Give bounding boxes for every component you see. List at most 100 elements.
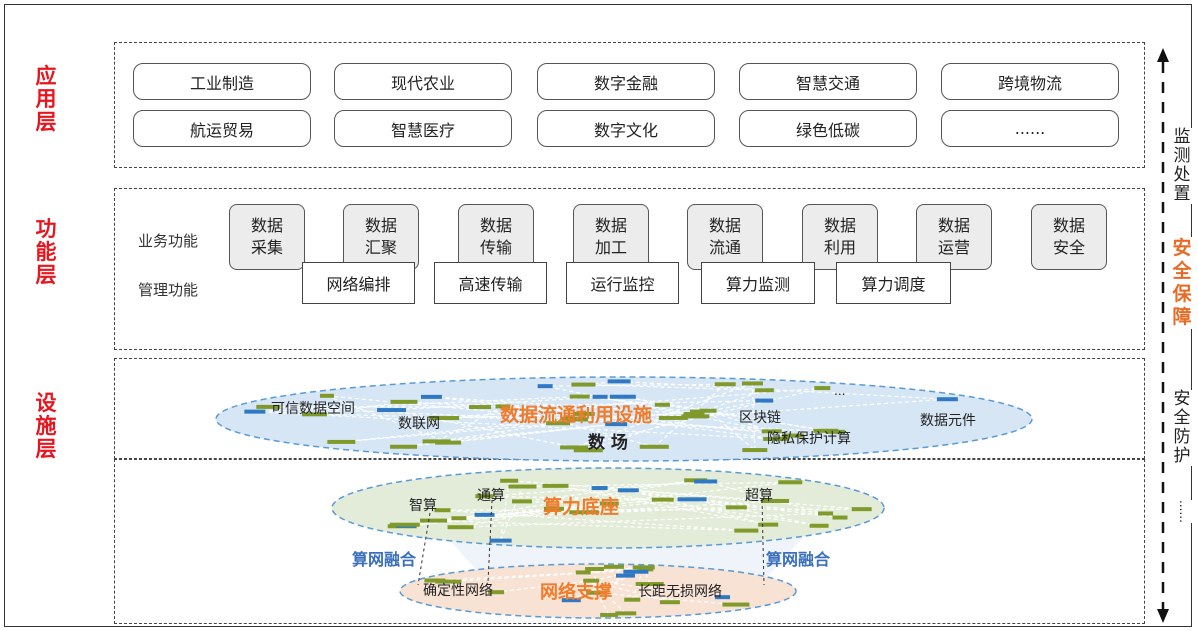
management-function-item: 网络编排	[302, 262, 415, 304]
node-data-element: 数据元件	[920, 413, 976, 429]
mesh-line	[588, 389, 765, 451]
mesh-line	[405, 498, 693, 527]
node-bar	[585, 567, 605, 572]
mesh-line	[583, 413, 776, 440]
application-item: 数字金融	[537, 63, 715, 100]
node-bar	[734, 528, 759, 533]
mesh-line	[458, 506, 737, 519]
node-bar	[725, 505, 747, 510]
node-bar	[583, 578, 600, 583]
node-bar	[761, 498, 790, 503]
compute-title: 算力底座	[543, 496, 620, 518]
business-function-item: 数据 运营	[916, 204, 992, 270]
mesh-line	[599, 487, 841, 519]
node-bar	[654, 402, 670, 407]
arrow-head-down	[1157, 609, 1169, 623]
mesh-line	[254, 411, 776, 440]
node-bar	[500, 478, 519, 483]
node-bar	[327, 439, 356, 444]
link-line-chaosuan	[761, 499, 765, 586]
node-bar	[256, 404, 281, 409]
mesh-line	[583, 506, 737, 513]
management-function-label: 管理功能	[138, 281, 199, 299]
mesh-line	[448, 568, 646, 583]
mesh-line	[499, 480, 510, 541]
mesh-line	[599, 396, 695, 415]
node-bar	[562, 416, 586, 421]
mesh-line	[433, 520, 747, 532]
node-bar	[851, 507, 872, 512]
node-bar	[474, 512, 495, 517]
business-function-item: 数据 汇聚	[343, 204, 419, 270]
application-item: ......	[941, 110, 1119, 147]
data-field-ellipse	[215, 376, 1033, 462]
node-bar	[475, 494, 494, 499]
business-function-label: 业务功能	[138, 232, 199, 250]
node-ellipsis: ...	[834, 384, 846, 398]
node-bar	[511, 499, 532, 504]
node-data-network: 数联网	[398, 416, 440, 432]
management-function-item: 高速传输	[434, 262, 547, 304]
node-bar	[677, 497, 707, 502]
node-privacy-computing: 隐私保护计算	[767, 431, 851, 447]
business-function-item: 数据 流通	[687, 204, 763, 270]
mesh-line	[502, 405, 655, 448]
management-function-item: 算力监测	[701, 262, 815, 304]
application-item: 工业制造	[133, 63, 311, 100]
node-bar	[571, 382, 596, 387]
defense-text: 安全防护	[1171, 390, 1193, 466]
node-bar	[659, 600, 680, 605]
node-bar	[489, 538, 512, 543]
application-item: 跨境物流	[941, 63, 1119, 100]
node-bar	[689, 409, 704, 414]
application-item: 智慧医疗	[334, 110, 512, 147]
node-bar	[542, 483, 569, 488]
node-bar	[615, 573, 635, 578]
mesh-line	[254, 395, 580, 413]
node-bar	[451, 516, 467, 521]
node-bar	[424, 578, 446, 583]
node-bar	[390, 399, 418, 404]
mesh-line	[591, 580, 723, 598]
mesh-line	[593, 568, 598, 593]
node-bar	[607, 379, 631, 384]
business-function-item: 数据 加工	[573, 204, 649, 270]
node-bar	[936, 397, 958, 402]
business-function-item: 数据 利用	[802, 204, 878, 270]
node-bar	[469, 405, 492, 410]
node-bar	[778, 480, 803, 485]
fusion-label-left: 算网融合	[352, 550, 417, 569]
mesh-line	[326, 395, 449, 444]
application-item: 航运贸易	[133, 110, 311, 147]
node-bar	[560, 445, 589, 450]
arrow-head-up	[1157, 48, 1169, 62]
mesh-line	[436, 423, 617, 442]
mesh-line	[391, 409, 589, 451]
data-field-title: 数据流通利用设施	[500, 404, 653, 426]
node-bar	[714, 382, 736, 387]
mesh-line	[555, 485, 820, 527]
node-bar	[615, 611, 637, 616]
node-bar	[495, 404, 511, 409]
mesh-line	[628, 489, 769, 526]
node-bar	[755, 398, 774, 403]
node-bar	[447, 525, 474, 530]
node-bar	[377, 408, 407, 413]
mesh-line	[403, 422, 559, 448]
node-bar	[609, 394, 636, 399]
mesh-line	[521, 479, 696, 502]
mesh-line	[314, 401, 405, 415]
node-bar	[434, 508, 451, 513]
node-bar	[429, 416, 460, 421]
node-trusted-data-space: 可信数据空间	[271, 401, 355, 417]
mesh-line	[521, 500, 610, 505]
mesh-line	[691, 498, 820, 527]
mesh-line	[404, 514, 485, 526]
application-item: 智慧交通	[739, 63, 917, 100]
application-item: 数字文化	[537, 110, 715, 147]
mesh-line	[458, 479, 696, 519]
mesh-line	[480, 399, 765, 408]
node-bar	[603, 564, 624, 569]
mesh-line	[545, 385, 794, 437]
